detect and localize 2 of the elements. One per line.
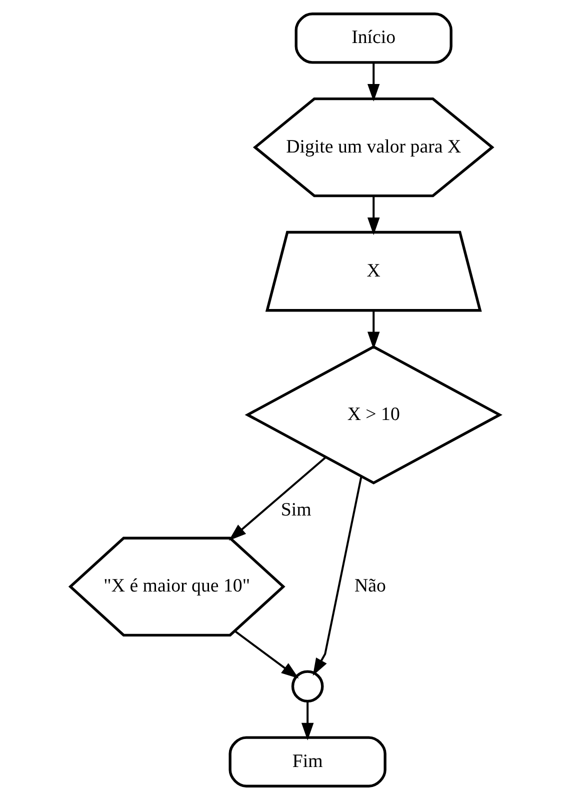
edge-label: Sim (280, 499, 312, 520)
edge-label: Não (354, 576, 386, 597)
